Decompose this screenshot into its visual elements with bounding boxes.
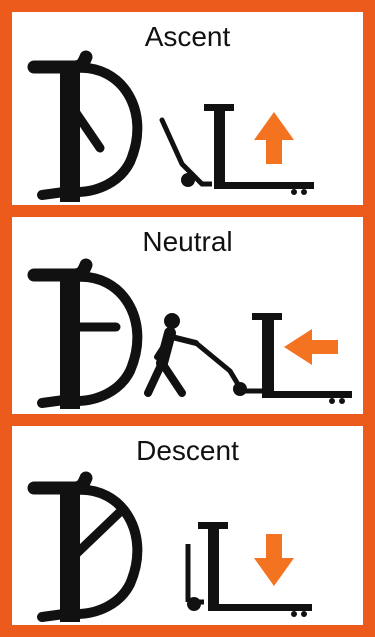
- arrow-up-icon: [254, 112, 294, 164]
- panel-label-ascent: Ascent: [144, 21, 231, 52]
- person-pulling-icon: [144, 313, 199, 397]
- neutral-panel: Neutral: [12, 217, 363, 414]
- pallet-jack-icon: [193, 313, 352, 404]
- pallet-jack-icon: [185, 522, 312, 617]
- neutral-illustration: [27, 258, 352, 409]
- ascent-illustration: [27, 50, 314, 202]
- arrow-left-icon: [284, 329, 338, 365]
- arrow-down-icon: [254, 534, 294, 586]
- lever-handle-icon: [27, 50, 143, 202]
- ascent-panel: Ascent: [12, 12, 363, 205]
- lever-handle-icon: [27, 471, 143, 622]
- lever-handle-icon: [27, 258, 143, 409]
- descent-illustration: [27, 471, 312, 622]
- panel-label-descent: Descent: [136, 435, 239, 466]
- pallet-jack-icon: [159, 104, 314, 195]
- panel-label-neutral: Neutral: [142, 226, 233, 257]
- descent-panel: Descent: [12, 426, 363, 625]
